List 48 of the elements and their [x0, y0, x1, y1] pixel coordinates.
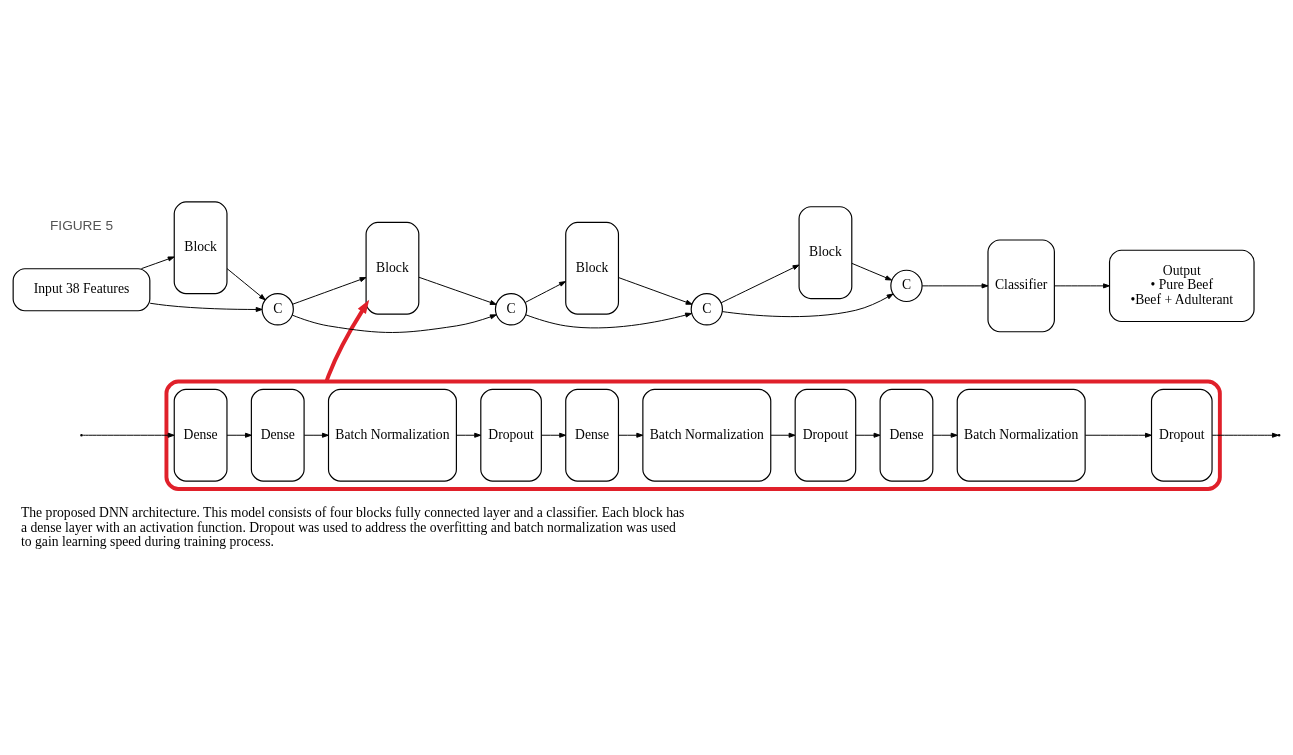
arrow — [291, 313, 497, 333]
node-box: Dropout — [480, 388, 542, 482]
arrow — [618, 432, 644, 438]
node-box: Block — [798, 205, 853, 299]
node-box: Block — [365, 221, 420, 315]
arrow — [721, 293, 894, 317]
arrow — [140, 255, 175, 269]
node-circle: C — [890, 269, 923, 302]
node-box: Input 38 Features — [12, 267, 151, 311]
node-box: Batch Normalization — [327, 388, 457, 482]
arrow — [226, 432, 252, 438]
arrow — [618, 276, 693, 305]
arrow — [720, 264, 800, 303]
node-box: Dropout — [794, 388, 857, 482]
arrow — [541, 432, 567, 438]
node-box: Dense — [879, 388, 934, 482]
arrow — [324, 299, 370, 382]
arrow — [292, 276, 367, 305]
arrow — [226, 267, 266, 300]
node-box: Block — [565, 221, 620, 315]
arrow — [524, 280, 566, 303]
arrow — [456, 432, 482, 438]
node-box: Batch Normalization — [956, 388, 1086, 482]
caption: The proposed DNN architecture. This model consists of four blocks fully connected layer and a classifier. Each block has a dense layer with an activation function. Dropout was used to address the overfitting and batch normalization was used to gain learning speed during training process. — [20, 504, 685, 549]
node-box: Dropout — [1150, 388, 1213, 482]
arrow — [82, 432, 175, 438]
arrow — [770, 432, 796, 438]
node-box: Dense — [173, 388, 228, 482]
node-box: Block — [173, 200, 228, 294]
node-circle: C — [494, 292, 528, 325]
arrow — [525, 312, 692, 328]
arrow — [851, 262, 893, 280]
arrow — [932, 432, 958, 438]
node-box: Dense — [250, 388, 305, 482]
node-box: Classifier — [987, 238, 1055, 332]
node-box: Dense — [565, 388, 620, 482]
arrow — [855, 432, 881, 438]
arrow — [1084, 432, 1152, 438]
arrow — [1054, 282, 1110, 288]
node-circle: C — [261, 292, 294, 325]
arrow — [921, 282, 989, 288]
node-box: Output • Pure Beef •Beef + Adulterant — [1108, 249, 1255, 322]
arrow — [149, 302, 263, 312]
node-box: Batch Normalization — [642, 388, 772, 482]
arrow — [418, 276, 497, 305]
arrow — [303, 432, 329, 438]
label: FIGURE 5 — [50, 217, 113, 233]
node-circle: C — [690, 292, 724, 325]
